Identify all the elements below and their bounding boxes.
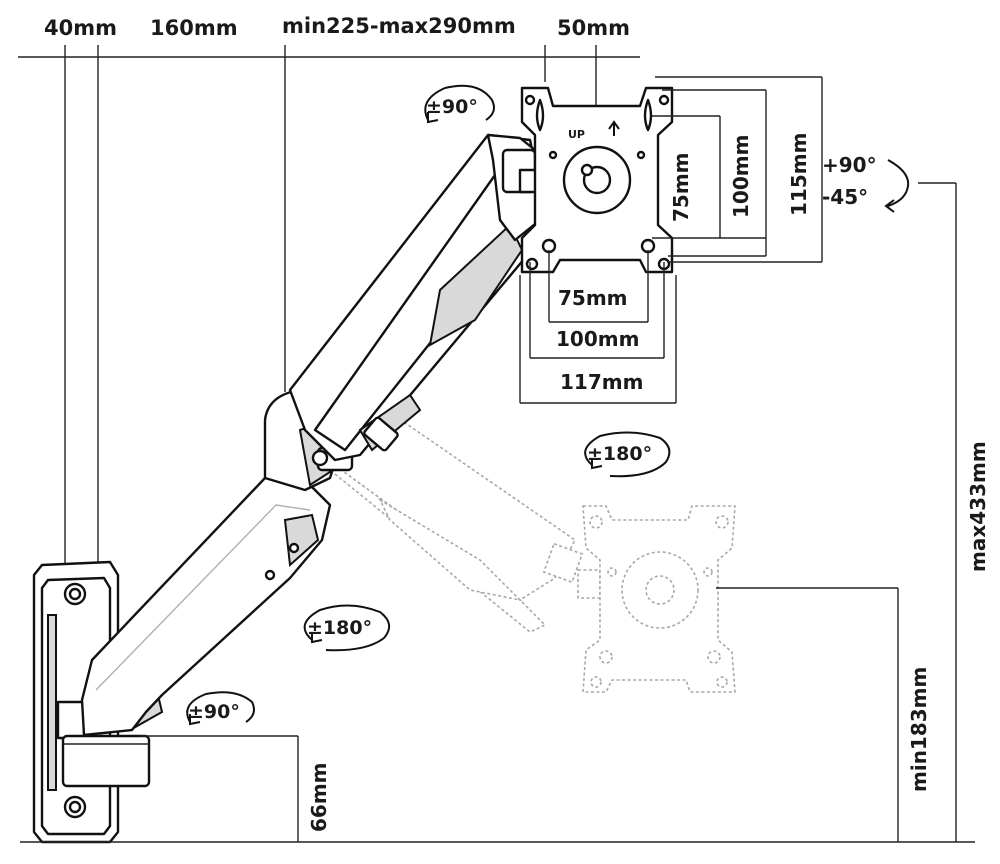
base-height-label: 66mm xyxy=(307,762,331,832)
vesa-v75-label: 75mm xyxy=(669,152,693,222)
vesa-horizontal-dimensions xyxy=(519,250,677,404)
rotation-arrow-icon xyxy=(887,159,910,207)
min-height-label: min183mm xyxy=(907,667,931,792)
rotation-arrow-icon xyxy=(424,84,495,121)
tilt-up-label: +90° xyxy=(822,153,877,177)
rotation-arrow-icon xyxy=(584,431,671,478)
tilt-head xyxy=(486,133,547,242)
plate-height-label: 115mm xyxy=(787,133,811,216)
up-marker: UP xyxy=(568,128,585,141)
lower-arm xyxy=(80,476,332,737)
height-dimensions xyxy=(20,182,975,843)
rotation-indicator-tilt xyxy=(884,159,910,213)
max-height-label: max433mm xyxy=(966,441,990,572)
rotation-top-label: ±90° xyxy=(426,96,478,118)
vesa-v100-label: 100mm xyxy=(729,135,753,218)
rotation-indicator-base: ±90° xyxy=(186,691,255,726)
vesa-vertical-dimensions xyxy=(652,76,823,263)
tilt-offset-label: 50mm xyxy=(557,16,630,40)
tilt-down-label: -45° xyxy=(822,185,868,209)
top-dimension-lines xyxy=(18,45,640,565)
rotation-arrow-icon xyxy=(303,604,391,652)
swivel-arm-label: ±180° xyxy=(587,443,652,465)
wall-offset-label: 40mm xyxy=(44,16,117,40)
vesa-h75-label: 75mm xyxy=(558,286,628,310)
arm1-length-label: 160mm xyxy=(150,16,238,40)
rotation-arrow-icon xyxy=(186,691,255,723)
rotation-indicator-top: ±90° xyxy=(424,84,495,124)
vesa-plate: UP xyxy=(520,86,674,274)
vesa-h100-label: 100mm xyxy=(556,327,639,351)
text-labels: 40mm 160mm min225-max290mm 50mm 75mm 100… xyxy=(44,14,990,832)
rotation-indicator-swivel-lower: ±180° xyxy=(303,604,391,652)
plate-width-label: 117mm xyxy=(560,370,643,394)
up-arrow-icon xyxy=(608,120,620,136)
rotation-indicator-swivel-arm: ±180° xyxy=(584,431,671,478)
ghost-vesa-plate xyxy=(582,505,736,693)
swivel-lower-label: ±180° xyxy=(307,617,372,639)
swivel-base-label: ±90° xyxy=(188,701,240,723)
arm2-length-label: min225-max290mm xyxy=(282,14,516,38)
